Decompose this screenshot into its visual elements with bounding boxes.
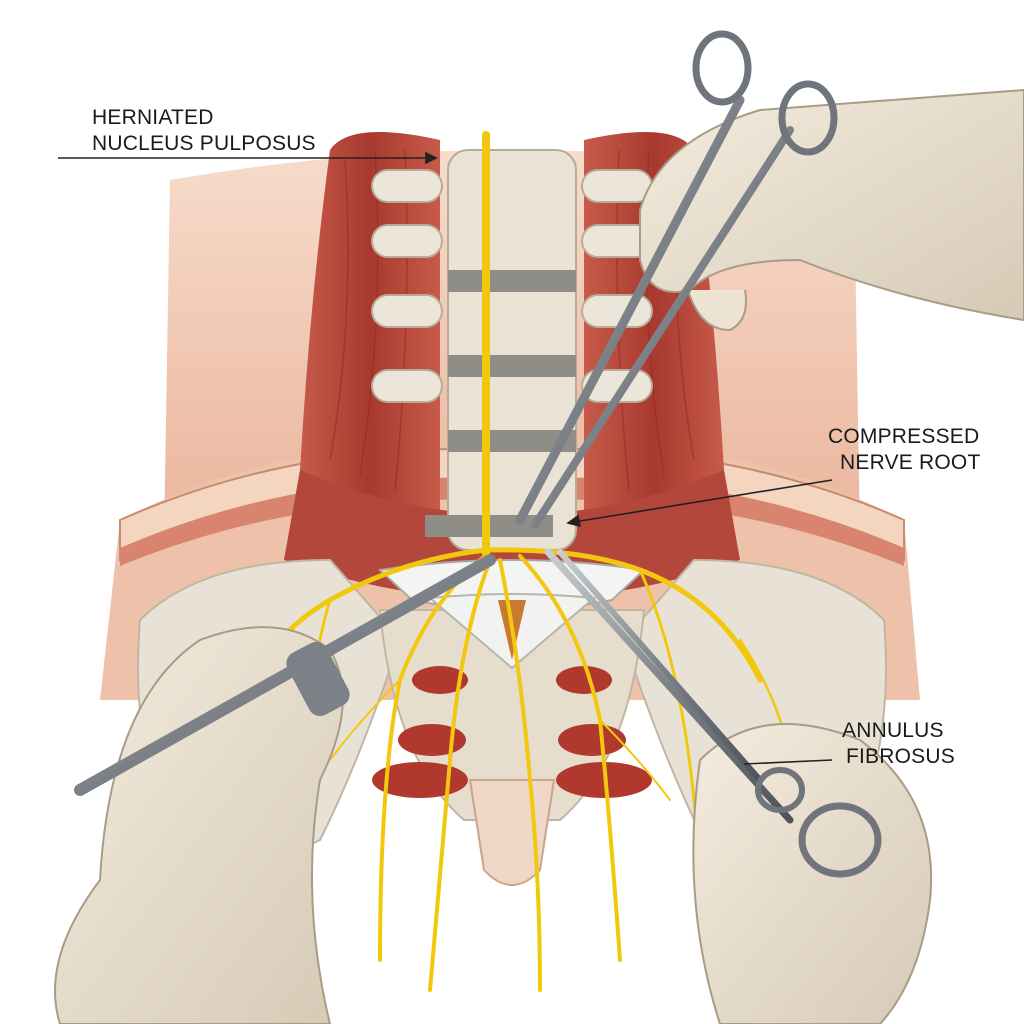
- forceps-right: [544, 548, 882, 878]
- label-line: COMPRESSED: [828, 425, 980, 448]
- label-line: ANNULUS: [842, 719, 944, 742]
- label-line: NERVE ROOT: [840, 451, 981, 474]
- label-line: FIBROSUS: [846, 745, 955, 768]
- gloved-hand-left: [54, 626, 344, 1024]
- label-line: NUCLEUS PULPOSUS: [92, 132, 316, 155]
- intervertebral-disc: [448, 430, 576, 452]
- label-compressed-nerve-root: COMPRESSED NERVE ROOT: [828, 424, 980, 476]
- coccyx: [468, 779, 556, 886]
- label-herniated-nucleus-pulposus: HERNIATED NUCLEUS PULPOSUS: [92, 105, 316, 157]
- leader-lines: [58, 151, 833, 765]
- gloved-hand-right: [692, 723, 933, 1024]
- intervertebral-disc: [448, 270, 576, 292]
- label-annulus-fibrosus: ANNULUS FIBROSUS: [842, 718, 955, 770]
- intervertebral-disc: [448, 355, 576, 377]
- label-line: HERNIATED: [92, 106, 214, 129]
- forceps-top: [515, 30, 838, 529]
- forceps-left: [74, 554, 496, 796]
- transverse-processes: [371, 169, 653, 403]
